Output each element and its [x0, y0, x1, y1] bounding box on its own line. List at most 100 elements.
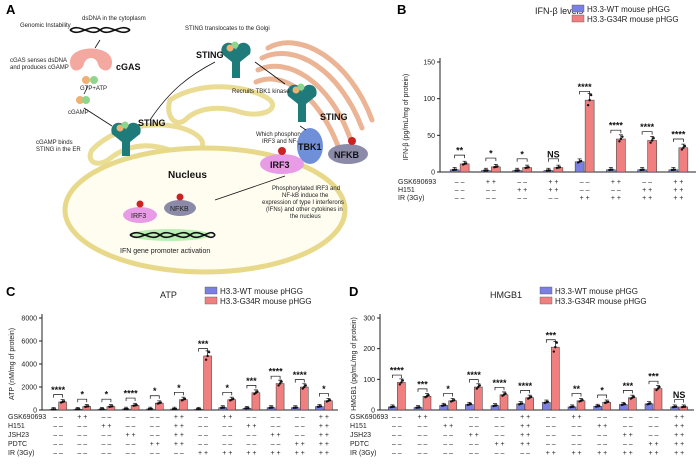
y-axis-label: IFN-β (pg/mL/mg of protein) [403, 74, 410, 161]
bar [584, 99, 595, 173]
data-point [304, 384, 307, 387]
condition-value: – – [392, 432, 402, 439]
condition-value: + + [611, 179, 621, 186]
sting-right-icon [287, 83, 317, 122]
condition-value: – – [53, 423, 63, 430]
condition-value: – – [418, 423, 428, 430]
condition-value: + + [417, 414, 427, 421]
label-cgamp-binds-2: STING in the ER [36, 147, 81, 153]
legend-label: H3.3-WT mouse pHGG [555, 287, 638, 296]
golgi-apparatus [253, 40, 375, 149]
cgas-protein [70, 48, 112, 71]
data-point [658, 385, 661, 389]
data-point [496, 165, 499, 168]
condition-value: – – [611, 187, 621, 194]
significance-label: **** [467, 370, 482, 380]
condition-value: + + [295, 450, 305, 457]
condition-value: – – [53, 441, 63, 448]
condition-label: JSH23 [350, 432, 371, 439]
condition-value: + + [623, 450, 633, 457]
data-point [618, 140, 621, 143]
legend-label: H3.3-WT mouse pHGG [220, 287, 303, 296]
bar [227, 399, 236, 411]
condition-value: – – [572, 432, 582, 439]
label-cgas-sense-2: and produces cGAMP [10, 65, 69, 71]
data-point [611, 168, 614, 171]
data-point [418, 406, 421, 409]
condition-value: – – [546, 414, 556, 421]
label-pirf-3: expression of type I interferons [262, 200, 344, 206]
significance-bracket [77, 398, 88, 403]
condition-value: – – [418, 450, 428, 457]
ifn-gene-icon [129, 231, 216, 239]
data-point [53, 408, 57, 411]
data-point [62, 400, 66, 403]
condition-value: + + [673, 195, 683, 202]
data-point [319, 405, 323, 408]
significance-bracket [454, 154, 465, 159]
significance-bracket [485, 157, 497, 162]
data-point [650, 139, 654, 142]
data-point [206, 354, 209, 358]
panel-label-d: D [349, 284, 358, 299]
label-cgas: cGAS [116, 62, 141, 72]
condition-value: – – [597, 414, 607, 421]
condition-value: – – [295, 432, 305, 439]
significance-label: * [225, 383, 229, 393]
data-point [655, 388, 658, 392]
condition-value: – – [495, 414, 505, 421]
condition-value: – – [443, 432, 453, 439]
panel-label-a: A [6, 2, 16, 17]
significance-label: * [153, 386, 157, 396]
significance-bracket [571, 393, 582, 397]
condition-value: – – [649, 414, 659, 421]
bar [628, 397, 637, 411]
condition-value: + + [648, 450, 658, 457]
condition-value: + + [222, 414, 232, 421]
condition-value: – – [469, 423, 479, 430]
condition-value: – – [649, 423, 659, 430]
significance-label: **** [518, 381, 533, 391]
significance-bracket [468, 379, 479, 383]
data-point [682, 146, 685, 149]
data-point [674, 405, 678, 408]
cgamp-icon-2 [82, 96, 90, 104]
y-tick-label: 2000 [21, 385, 37, 392]
condition-value: + + [198, 450, 208, 457]
label-translocates: STING translocates to the Golgi [185, 26, 270, 32]
condition-value: – – [247, 432, 257, 439]
label-sting-er: STING [138, 118, 166, 128]
data-point [495, 404, 498, 407]
data-point [280, 380, 283, 383]
label-irf3-right: IRF3 [270, 160, 290, 170]
condition-value: – – [271, 423, 281, 430]
condition-value: + + [222, 450, 232, 457]
condition-value: + + [546, 450, 556, 457]
data-point [400, 381, 403, 384]
significance-label: * [80, 390, 84, 400]
condition-value: + + [520, 432, 530, 439]
label-tbk1: TBK1 [298, 142, 322, 152]
bar [653, 388, 663, 411]
condition-value: – – [77, 441, 87, 448]
label-phos-1: Which phosphorylates [256, 132, 315, 138]
condition-value: + + [295, 441, 305, 448]
condition-value: – – [198, 414, 208, 421]
data-point [198, 407, 202, 411]
condition-value: + + [548, 187, 558, 194]
chart-title: ATP [160, 290, 177, 300]
cgamp-icon [76, 96, 84, 104]
phospho-icon [278, 147, 286, 155]
y-axis-label: ATP (nM/mg of protein) [9, 328, 16, 400]
significance-bracket [101, 398, 112, 403]
bar [616, 138, 626, 173]
y-tick-label: 0 [431, 170, 435, 177]
data-point [295, 406, 298, 409]
data-point [477, 385, 480, 389]
condition-label: GSK690693 [350, 414, 388, 421]
condition-value: – – [455, 179, 465, 186]
significance-label: * [600, 385, 604, 395]
data-point [232, 397, 235, 401]
legend-swatch [539, 296, 553, 305]
